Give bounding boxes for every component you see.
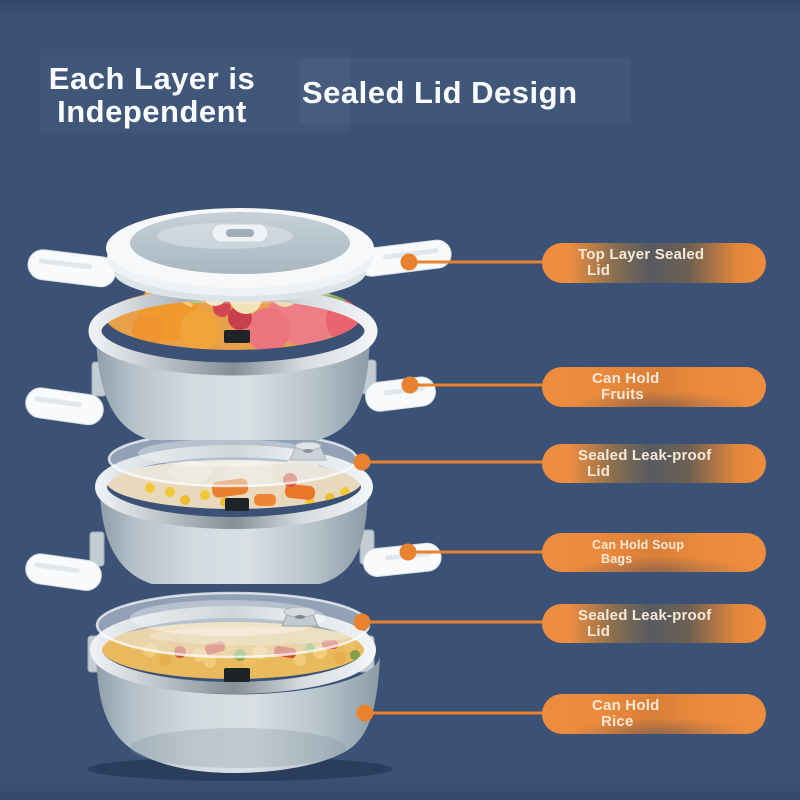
rim-catch-notch	[224, 668, 250, 682]
callout-text-line2: Rice	[601, 713, 634, 730]
tier3-rice-layer	[87, 591, 380, 773]
callout-text-line2: Lid	[587, 622, 611, 640]
transparent-lid	[107, 430, 359, 488]
callout-dot-2	[401, 376, 419, 394]
latch-handle-left	[25, 553, 102, 591]
rim-catch-notch	[224, 330, 250, 343]
latch-handle-left	[27, 249, 117, 288]
callout-dot-1	[400, 253, 418, 271]
heading-sealed-lid-design: Sealed Lid Design	[302, 75, 578, 110]
callout-dot-4	[399, 543, 417, 561]
callout-text-line1: Sealed Leak-proof	[578, 446, 712, 464]
transparent-lid	[95, 591, 371, 659]
callout-text-line1: Can Hold Soup	[592, 538, 685, 552]
callout-text-line2: Lid	[587, 462, 611, 480]
rim-catch-notch	[225, 498, 249, 511]
heading-each-layer-independent: Each Layer is Independent	[18, 62, 286, 128]
bowl-body	[96, 336, 370, 440]
callout-pill-can-hold-fruits: Can Hold Fruits	[542, 367, 766, 407]
callout-pill-sealed-leakproof-lid-1: Sealed Leak-proof Lid	[542, 444, 766, 483]
callout-text-line2: Lid	[587, 262, 611, 279]
callout-text-line1: Can Hold	[592, 370, 660, 387]
callout-lines	[362, 260, 543, 715]
callout-dots	[353, 253, 419, 722]
callout-text-line1: Sealed Leak-proof	[578, 606, 712, 624]
bowl-body	[100, 492, 368, 584]
callout-dot-5	[353, 613, 371, 631]
heading-line-1: Each Layer is	[48, 61, 256, 96]
callout-dot-3	[353, 453, 371, 471]
bowl-base-shading	[130, 728, 346, 768]
latch-bracket	[89, 531, 105, 567]
latch-handle-left	[25, 387, 104, 426]
callout-text-line1: Can Hold	[592, 697, 660, 714]
top-sealed-lid	[27, 208, 452, 302]
callout-text-line2: Fruits	[601, 386, 644, 403]
bowl-body	[96, 655, 380, 773]
callout-pill-sealed-leakproof-lid-2: Sealed Leak-proof Lid	[542, 604, 766, 643]
callout-text-line2: Bags	[601, 551, 633, 566]
tier2-soup-layer	[25, 430, 442, 591]
callout-pill-top-layer-sealed-lid: Top Layer Sealed Lid	[542, 243, 766, 283]
lid-top-surface	[130, 212, 350, 274]
callout-dot-6	[356, 704, 374, 722]
callout-pill-can-hold-soup-bags: Can Hold Soup Bags	[542, 533, 766, 572]
heading-line-2: Independent	[57, 94, 247, 129]
lid-handle-icon	[211, 223, 269, 243]
callout-text-line1: Top Layer Sealed	[578, 246, 705, 263]
callout-pill-can-hold-rice: Can Hold Rice	[542, 694, 766, 734]
